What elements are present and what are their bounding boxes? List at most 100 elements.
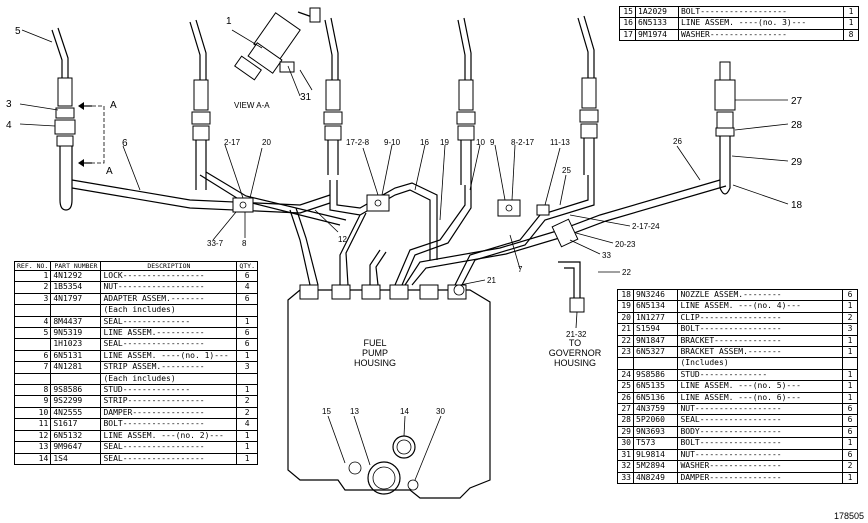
part-number: 9N1847	[632, 334, 679, 348]
part-qty: 2	[842, 460, 858, 473]
part-number	[50, 372, 102, 386]
header-qty: QTY.	[236, 261, 258, 271]
fuel-pump-housing	[287, 284, 491, 499]
nozzle-stack-6	[714, 61, 736, 195]
part-qty: 1	[842, 346, 858, 359]
callout-3: 3	[6, 99, 12, 110]
part-number: 1A2029	[635, 5, 679, 19]
callout-labels: 5 3 4 6 1 31 VIEW A-A A A 2-17 20 33-7 8…	[6, 16, 803, 416]
part-number: 8M4437	[50, 315, 102, 329]
fuel-pump-label-line1: FUEL	[363, 338, 387, 348]
callout-31: 31	[300, 92, 312, 103]
part-ref-no: 29	[617, 425, 634, 439]
parts-row: (Each includes)	[13, 372, 258, 386]
callout-20-left: 20	[262, 138, 271, 147]
part-number: 4N8249	[632, 471, 679, 484]
part-qty: 1	[842, 368, 858, 382]
part-ref-no	[13, 304, 52, 317]
part-ref-no: 23	[617, 346, 634, 359]
governor-label-line3: HOUSING	[553, 358, 596, 368]
part-description: ADAPTER ASSEM.-------	[100, 292, 238, 306]
part-qty: 4	[236, 281, 258, 294]
part-ref-no: 24	[617, 368, 634, 382]
part-qty: 6	[236, 338, 258, 351]
part-qty: 1	[843, 17, 859, 30]
part-number: 1N1277	[632, 311, 679, 325]
callout-12: 12	[338, 235, 347, 244]
callout-5: 5	[15, 26, 21, 37]
part-qty: 1	[842, 380, 858, 393]
part-ref-no: 15	[619, 5, 636, 19]
part-description: LINE ASSEM. ---(no. 6)---	[677, 391, 843, 405]
part-ref-no	[617, 357, 634, 370]
fuel-pump-label-line3: HOUSING	[353, 358, 396, 368]
callout-8-2-17: 8-2-17	[511, 138, 535, 147]
part-number: T573	[632, 437, 679, 450]
part-number: 4N2555	[50, 406, 102, 420]
part-ref-no: 7	[13, 361, 52, 374]
callout-10: 10	[476, 138, 485, 147]
clamp-3	[497, 199, 521, 217]
callout-28: 28	[791, 120, 803, 131]
part-description: SEAL-----------------	[100, 338, 238, 351]
part-ref-no: 10	[13, 406, 52, 420]
part-qty: 6	[236, 327, 258, 340]
callout-30: 30	[436, 407, 445, 416]
part-description: (Each includes)	[100, 372, 238, 386]
part-ref-no: 12	[13, 429, 52, 443]
part-qty	[842, 357, 858, 370]
part-number: S1617	[50, 418, 102, 431]
part-description: WASHER----------------	[677, 28, 845, 42]
callout-14: 14	[400, 407, 409, 416]
part-ref-no: 30	[617, 437, 634, 450]
part-description: LINE ASSEM. ---(no. 4)---	[677, 300, 843, 313]
part-qty: 6	[842, 288, 858, 302]
callout-21-32: 21-32	[566, 330, 587, 339]
part-description: STUD--------------	[677, 368, 843, 382]
part-qty	[236, 304, 258, 317]
part-number: 4N1797	[50, 292, 102, 306]
callout-27: 27	[791, 96, 803, 107]
part-ref-no: 21	[617, 323, 634, 336]
part-number: 9M1974	[635, 28, 679, 42]
part-ref-no: 32	[617, 460, 634, 473]
part-description: STRIP ASSEM.---------	[100, 361, 238, 374]
part-description: SEAL-----------------	[100, 441, 238, 454]
part-ref-no: 1	[13, 269, 52, 283]
part-description: BOLT------------------	[677, 5, 845, 19]
part-number: 1S4	[50, 452, 102, 465]
part-qty: 1	[236, 315, 258, 329]
clamp-2	[366, 194, 390, 212]
part-description: BRACKET--------------	[677, 334, 843, 348]
part-number: 9S2299	[50, 395, 102, 408]
part-number: 9L9814	[632, 448, 679, 462]
callout-9: 9	[490, 138, 495, 147]
nozzle-stack-5	[577, 15, 599, 175]
part-description: SEAL-----------------	[100, 452, 238, 465]
part-ref-no: 8	[13, 384, 52, 397]
part-qty: 4	[236, 418, 258, 431]
part-description: LINE ASSEM.----------	[100, 327, 238, 340]
part-number: 9S8586	[50, 384, 102, 397]
part-number: 9M9647	[50, 441, 102, 454]
drawing-number: 178505	[833, 511, 864, 521]
part-description: NUT------------------	[677, 448, 843, 462]
callout-9-10-left: 9-10	[384, 138, 401, 147]
part-description: LINE ASSEM. ---(no. 2)---	[100, 429, 238, 443]
nozzle-stack-4	[456, 17, 476, 185]
callout-19: 19	[440, 138, 449, 147]
part-number: 6N5133	[635, 17, 679, 30]
